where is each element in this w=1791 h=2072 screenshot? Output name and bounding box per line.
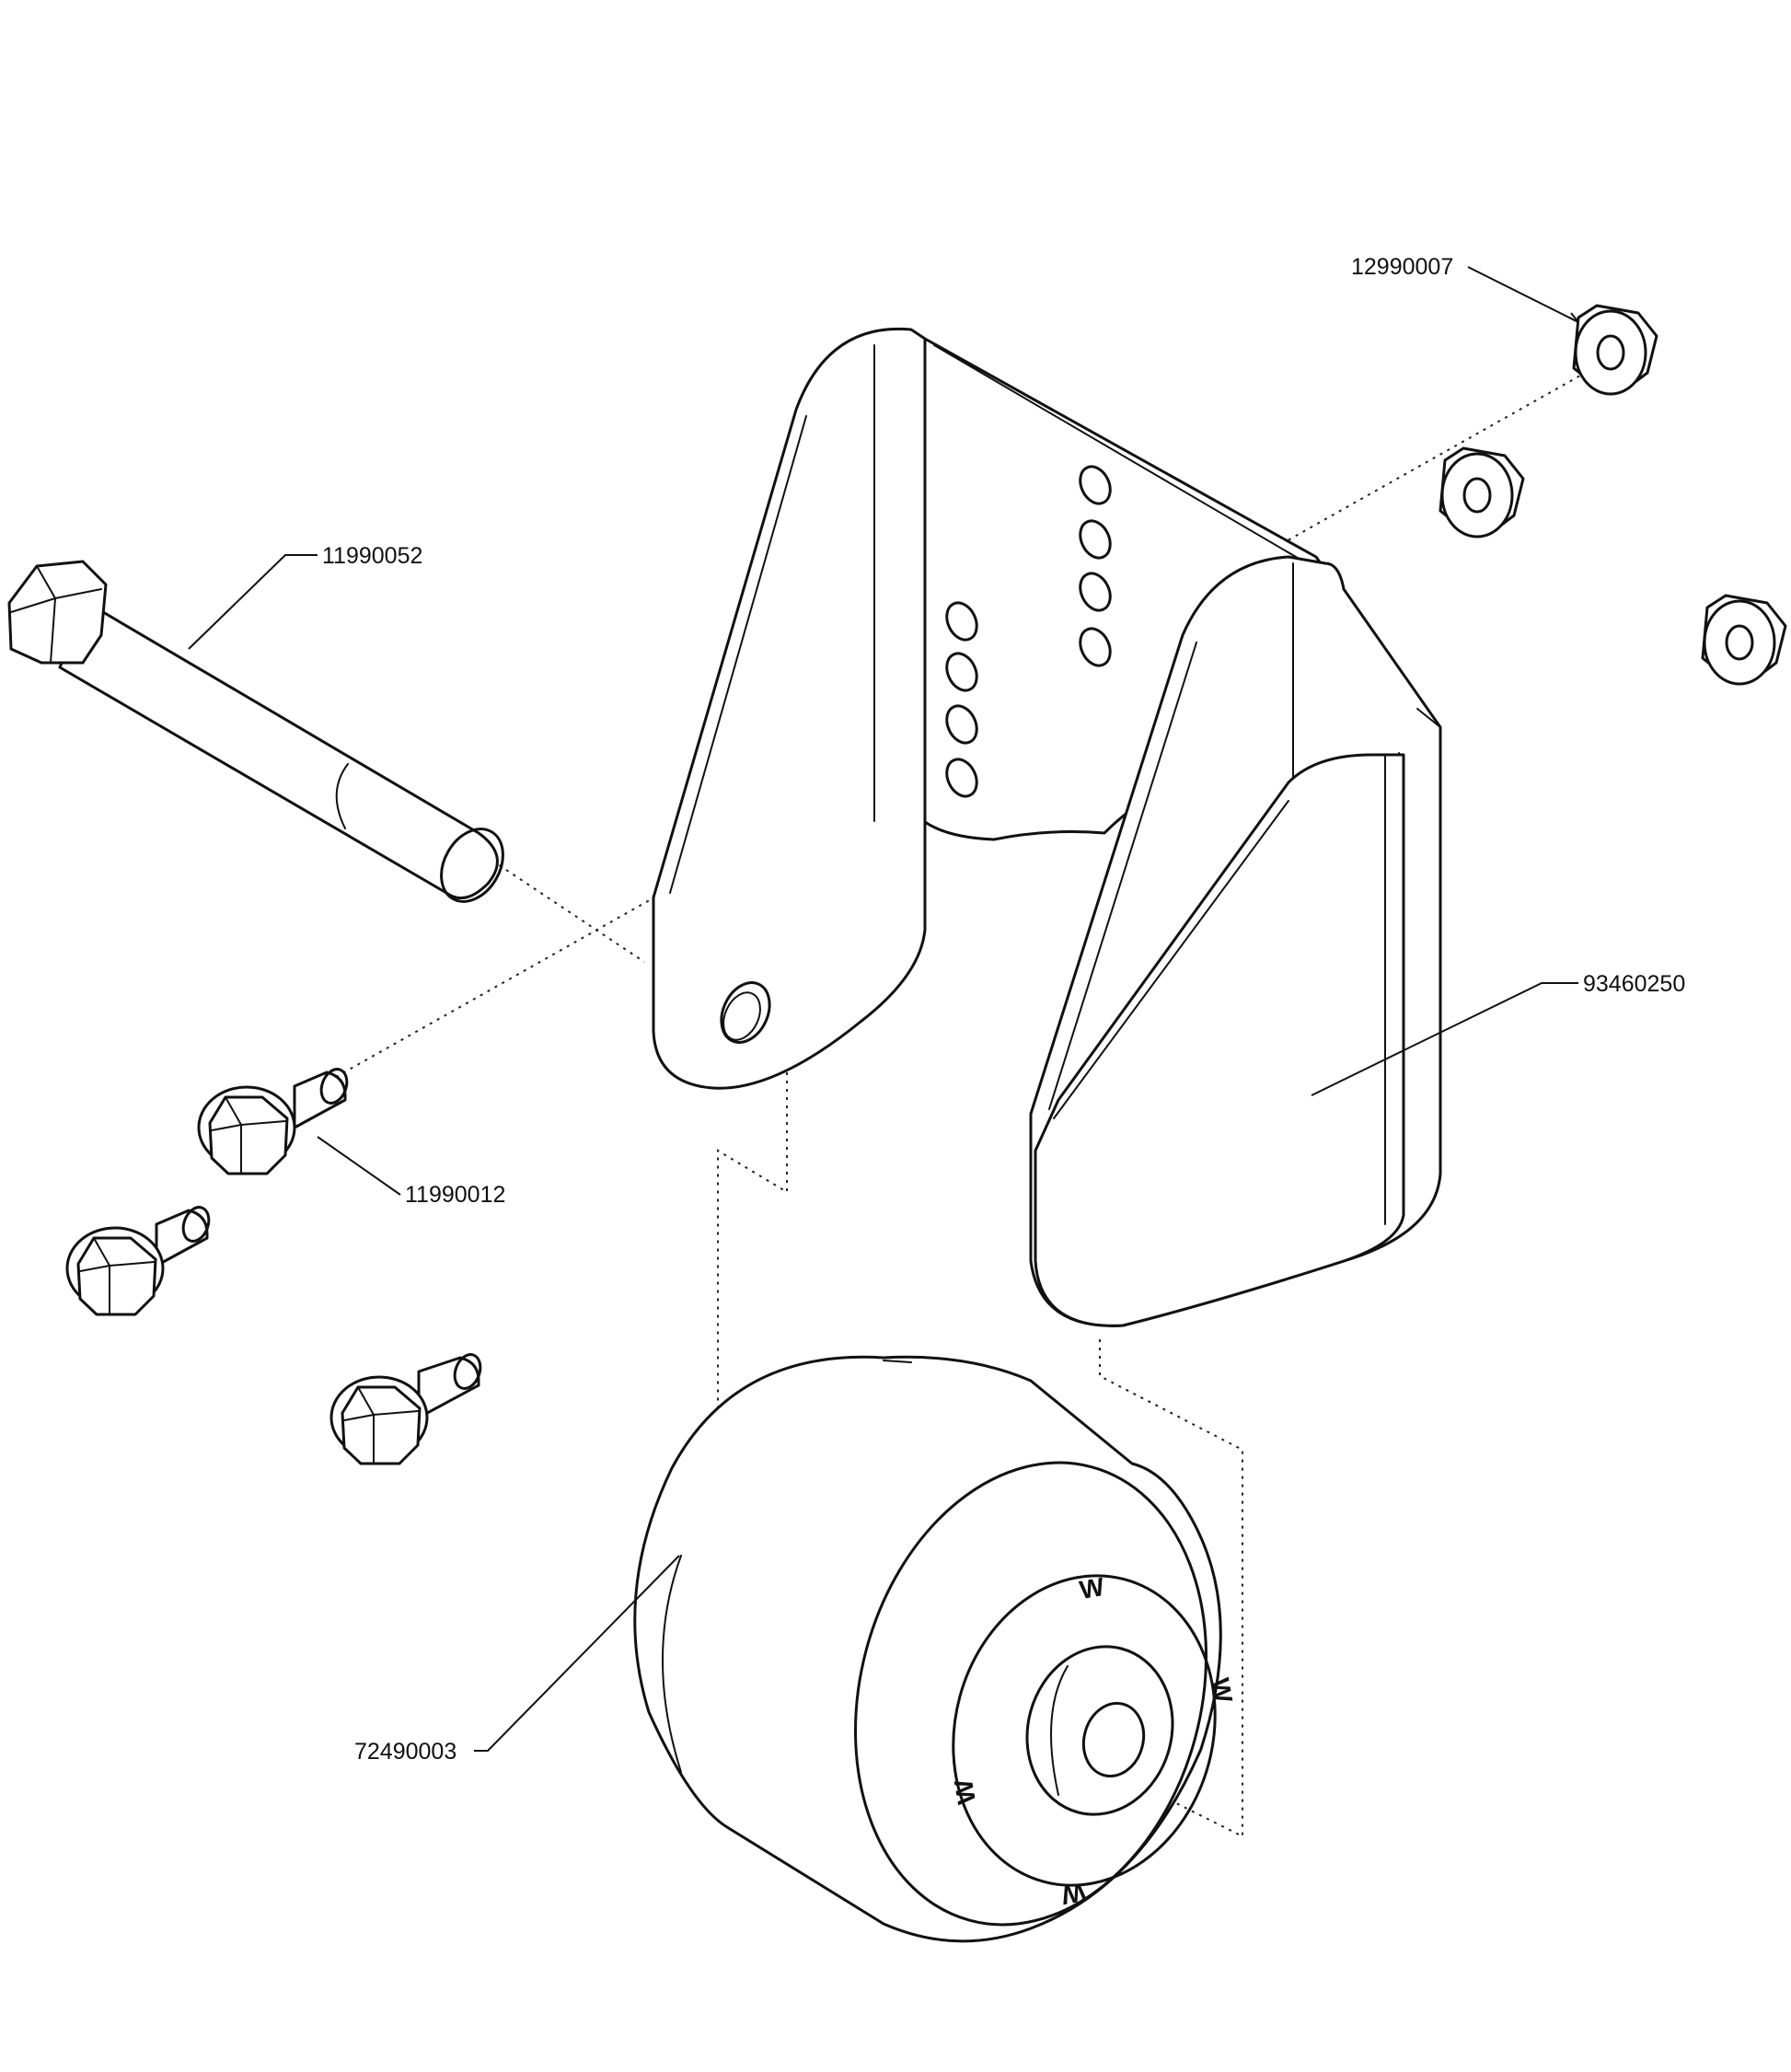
flange-nut-2	[1439, 446, 1525, 538]
bracket-hole-column-left	[945, 601, 978, 798]
roller-marking-top: W	[1078, 1572, 1107, 1604]
flange-bolt-2	[65, 1206, 211, 1316]
u-bracket	[652, 327, 1442, 1327]
flange-bolt-3	[329, 1353, 482, 1465]
roller-marking-right: W	[1206, 1676, 1238, 1706]
roller-marking-bottom: W	[1058, 1878, 1088, 1910]
callout-roller: 72490003	[354, 1739, 456, 1765]
bracket-hole-column-right	[1079, 465, 1112, 667]
flange-nut-3	[1701, 594, 1787, 686]
flange-nut-1	[1572, 304, 1658, 396]
long-hex-bolt	[7, 560, 504, 903]
callout-leaders	[188, 266, 1579, 1752]
callout-long-bolt: 11990052	[322, 543, 422, 569]
pivot-hole	[720, 981, 771, 1044]
flange-bolt-1	[197, 1068, 349, 1175]
assembly-centerlines	[335, 363, 1602, 1838]
roller-marking-left: W	[949, 1777, 981, 1806]
callout-bracket: 93460250	[1583, 971, 1685, 997]
callout-flange-bolt: 11990012	[405, 1182, 505, 1208]
callout-flange-nut: 12990007	[1351, 254, 1453, 280]
roller: W W W W	[633, 1355, 1238, 1943]
